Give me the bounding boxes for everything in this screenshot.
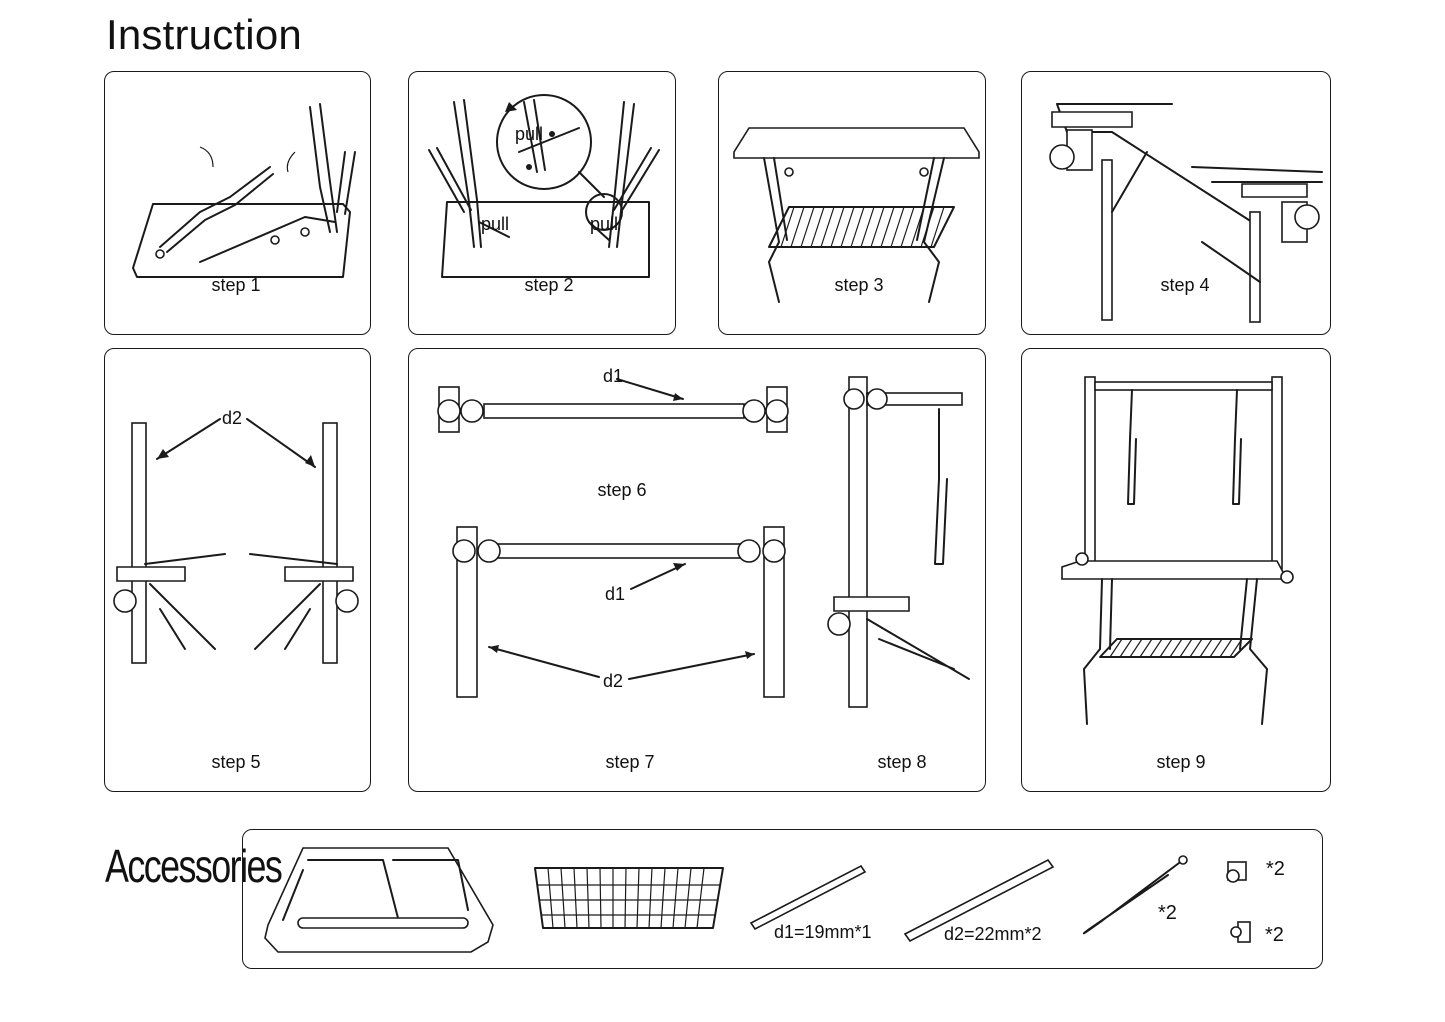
step-2-callout-zoom: pull: [515, 124, 544, 144]
step-3-panel: step 3: [718, 71, 986, 335]
step-4-illustration: [1049, 103, 1323, 323]
accessory-leash-qty: *2: [1158, 902, 1177, 924]
accessories-panel: d1=19mm*1 d2=22mm*2 *2 *2 *2: [242, 829, 1323, 969]
step-4-label: step 4: [1160, 275, 1210, 295]
step-2-panel: pull pull pull step 2: [408, 71, 676, 335]
step-7-label: step 7: [605, 752, 655, 772]
step-5-d2-annotation: d2: [222, 408, 243, 428]
step-1-illustration: [132, 103, 356, 278]
step-6-7-8-illustration: [437, 376, 970, 708]
accessories-title: Accessories: [105, 840, 283, 892]
accessory-d1-label: d1=19mm*1: [774, 922, 872, 942]
step-8-label: step 8: [877, 752, 927, 772]
step-7-d1-annotation: d1: [605, 584, 626, 604]
accessory-clamp-b-qty: *2: [1265, 924, 1284, 946]
step-2-callout-left: pull: [481, 214, 510, 234]
accessory-d2-label: d2=22mm*2: [944, 924, 1042, 944]
step-1-panel: step 1: [104, 71, 371, 335]
step-1-label: step 1: [211, 275, 261, 295]
step-9-panel: step 9: [1021, 348, 1331, 792]
accessory-clamp-a-qty: *2: [1266, 858, 1285, 880]
step-5-illustration: [113, 418, 359, 664]
step-5-label: step 5: [211, 752, 261, 772]
step-4-panel: step 4: [1021, 71, 1331, 335]
accessory-d1-bar: [749, 864, 867, 931]
step-3-label: step 3: [834, 275, 884, 295]
step-7-d2-annotation: d2: [603, 671, 624, 691]
accessory-leash: [1083, 859, 1184, 935]
accessories-illustrations: [264, 847, 1251, 953]
step-5-panel: d2 step 5: [104, 348, 371, 792]
page-title: Instruction: [106, 11, 302, 58]
step-6-label: step 6: [597, 480, 647, 500]
step-9-illustration: [1061, 376, 1294, 725]
accessory-basket: [534, 867, 724, 929]
step-9-label: step 9: [1156, 752, 1206, 772]
step-2-callout-right: pull: [590, 214, 619, 234]
step-3-illustration: [733, 127, 980, 303]
step-2-illustration: [428, 94, 660, 278]
accessory-d2-bar: [903, 858, 1055, 943]
step-6-d1-annotation: d1: [603, 366, 624, 386]
step-2-label: step 2: [524, 275, 574, 295]
step-678-panel: d1 step 6 d1 d2 step 7 step 8: [408, 348, 986, 792]
